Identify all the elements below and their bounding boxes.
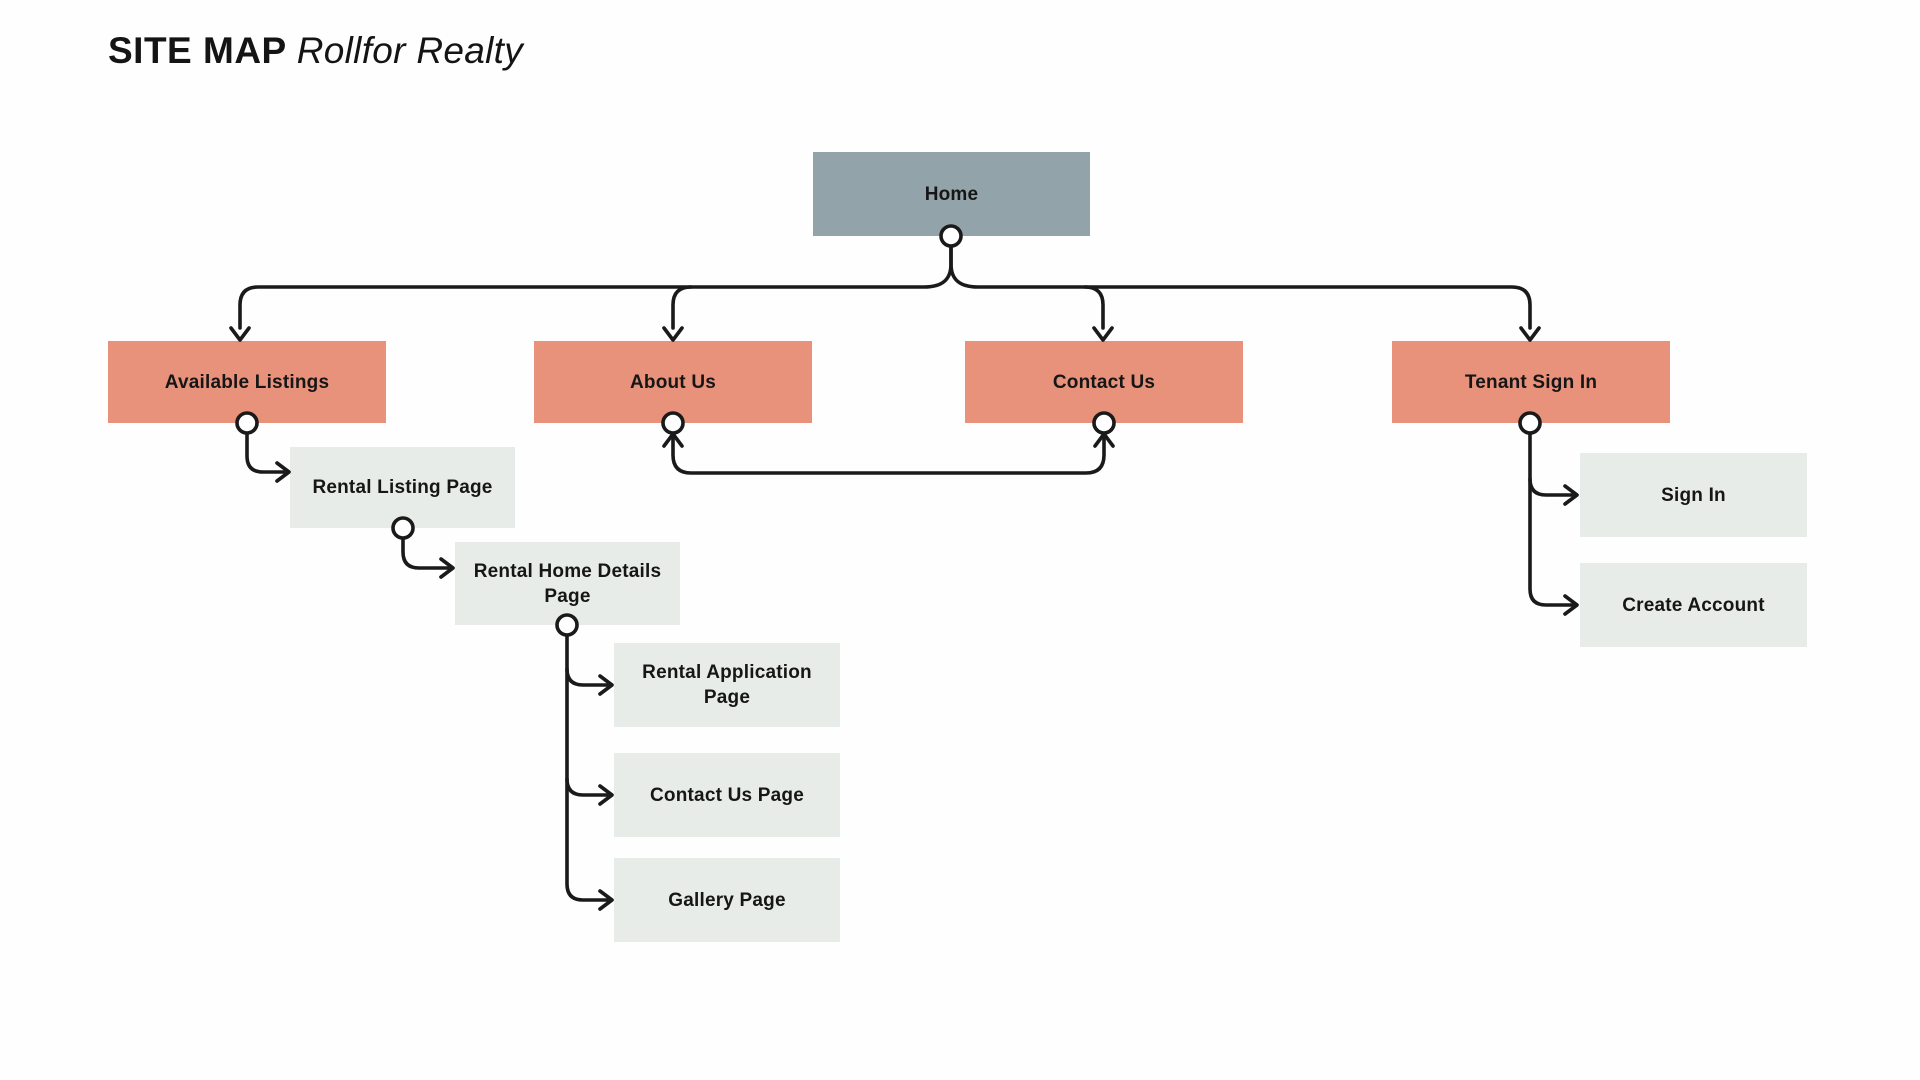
arrowhead-down-icon [229, 326, 251, 342]
arrowhead-up-icon [662, 432, 684, 448]
node-rental-listing-page: Rental Listing Page [290, 447, 515, 528]
page-title-main: SITE MAP [108, 30, 287, 71]
arrowhead-down-icon [1092, 326, 1114, 342]
arrowhead-right-icon [1563, 484, 1579, 506]
node-contact-us-page: Contact Us Page [614, 753, 840, 837]
node-tenant-sign-in: Tenant Sign In [1392, 341, 1670, 423]
arrowhead-right-icon [275, 461, 291, 483]
connector-rental-listing-to-details [401, 536, 455, 579]
arrowhead-down-icon [662, 326, 684, 342]
connector-ports [235, 224, 1542, 637]
connector-listings-to-rental-listing [245, 431, 291, 483]
arrowhead-right-icon [439, 557, 455, 579]
arrowhead-right-icon [598, 889, 614, 911]
connector-home-to-sections [229, 245, 1541, 342]
node-rental-application-page: Rental Application Page [614, 643, 840, 727]
connector-aboutus-contactus [662, 432, 1115, 475]
arrowhead-right-icon [598, 674, 614, 696]
arrowhead-right-icon [1563, 594, 1579, 616]
connector-tenant-to-children [1528, 431, 1579, 616]
node-rental-home-details-page: Rental Home Details Page [455, 542, 680, 625]
node-about-us: About Us [534, 341, 812, 423]
connector-details-to-children [565, 633, 614, 911]
page-title-subtitle: Rollfor Realty [296, 30, 524, 71]
arrowhead-up-icon [1093, 432, 1115, 448]
node-gallery-page: Gallery Page [614, 858, 840, 942]
node-available-listings: Available Listings [108, 341, 386, 423]
node-create-account: Create Account [1580, 563, 1807, 647]
arrowhead-right-icon [598, 784, 614, 806]
node-home: Home [813, 152, 1090, 236]
node-contact-us: Contact Us [965, 341, 1243, 423]
arrowhead-down-icon [1519, 326, 1541, 342]
node-sign-in: Sign In [1580, 453, 1807, 537]
